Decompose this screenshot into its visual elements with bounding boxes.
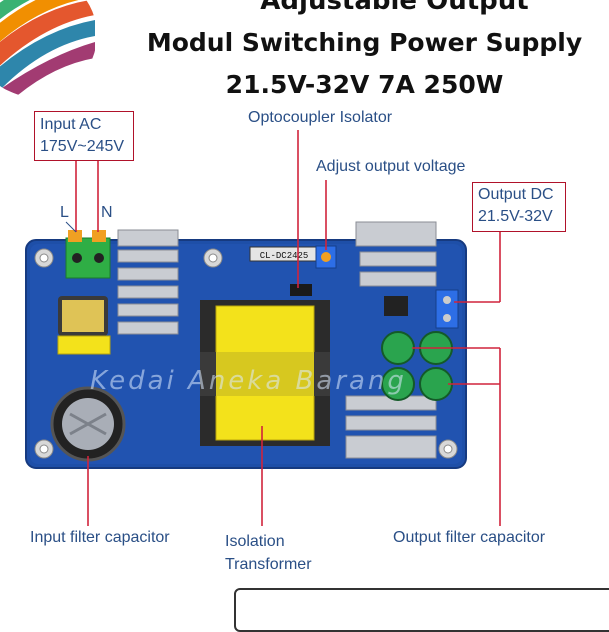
title-line-1: Adjustable Output — [260, 0, 529, 16]
adjust-voltage-label: Adjust output voltage — [316, 158, 466, 175]
title-line-2: Modul Switching Power Supply — [146, 28, 583, 57]
output-terminal — [435, 289, 459, 329]
input-heatsink — [117, 229, 179, 335]
input-ac-title: Input AC — [40, 116, 102, 133]
input-filter-label: Input filter capacitor — [30, 529, 170, 546]
store-logo — [0, 0, 97, 97]
output-dc-title: Output DC — [478, 186, 554, 203]
input-ac-range: 175V~245V — [40, 138, 125, 155]
footer-banner — [234, 588, 609, 632]
watermark: Kedai Aneka Barang — [90, 366, 407, 396]
optocoupler — [290, 284, 312, 296]
output-dc-range: 21.5V-32V — [478, 208, 553, 225]
isolation-label-2: Transformer — [225, 556, 312, 573]
output-dc-box — [472, 182, 566, 232]
chip-label: CL-DC2425 — [260, 251, 309, 261]
pointer-lines — [75, 130, 501, 526]
neutral-label: N — [101, 204, 113, 221]
input-ac-box — [34, 111, 134, 161]
mounting-holes — [34, 248, 458, 459]
isolation-label-1: Isolation — [225, 533, 285, 550]
isolation-transformer — [200, 300, 330, 446]
optocoupler-label: Optocoupler Isolator — [248, 109, 393, 126]
input-filter-capacitor — [50, 386, 126, 462]
output-heatsink — [345, 221, 437, 459]
title-line-3: 21.5V-32V 7A 250W — [225, 70, 504, 99]
output-filter-label: Output filter capacitor — [393, 529, 546, 546]
power-supply-board-illustration: CL-DC2425 — [25, 130, 501, 526]
live-label: L — [60, 204, 69, 221]
